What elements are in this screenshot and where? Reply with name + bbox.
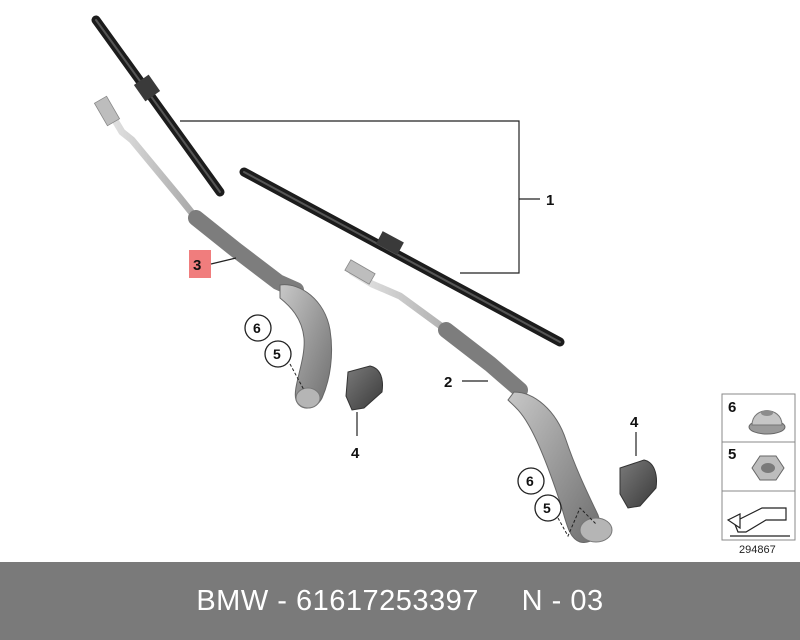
right-label-5: 5 <box>543 500 551 516</box>
callout-1: 1 <box>546 192 554 209</box>
right-circled-6: 6 <box>517 467 545 495</box>
left-label-5: 5 <box>273 346 281 362</box>
highlight-callout-3 <box>189 250 211 278</box>
left-circled-5: 5 <box>264 340 292 368</box>
part-number-text: BMW - 61617253397 N - 03 <box>196 584 604 617</box>
right-circled-5: 5 <box>534 494 562 522</box>
part-number-banner: BMW - 61617253397 N - 03 <box>0 562 800 640</box>
hex-nut-icon <box>751 455 785 481</box>
legend-label-6: 6 <box>728 399 736 416</box>
cover-cap-left <box>345 365 383 411</box>
cap-nut-icon <box>748 410 786 435</box>
wiper-arm-right <box>344 259 613 543</box>
leader-3 <box>210 257 237 265</box>
leader-right-5 <box>557 507 597 538</box>
parts-legend: 6 5 <box>721 393 796 541</box>
wiper-blade-left <box>91 15 225 197</box>
callout-4-left: 4 <box>351 445 360 462</box>
callout-3: 3 <box>193 257 201 274</box>
callout-4-right: 4 <box>630 414 639 431</box>
insert-arrow-icon <box>726 507 790 537</box>
right-label-6: 6 <box>526 473 534 489</box>
left-circled-6: 6 <box>244 314 272 342</box>
cover-cap-right <box>619 459 657 509</box>
wiper-blade-right <box>239 167 565 347</box>
reference-number: 294867 <box>739 544 776 556</box>
legend-label-5: 5 <box>728 446 736 463</box>
callout-bracket-1 <box>180 120 540 274</box>
wiper-arm-left <box>93 95 333 409</box>
left-label-6: 6 <box>253 320 261 336</box>
callout-2: 2 <box>444 374 452 391</box>
parts-diagram: 1 3 6 5 4 2 6 5 <box>91 15 796 556</box>
